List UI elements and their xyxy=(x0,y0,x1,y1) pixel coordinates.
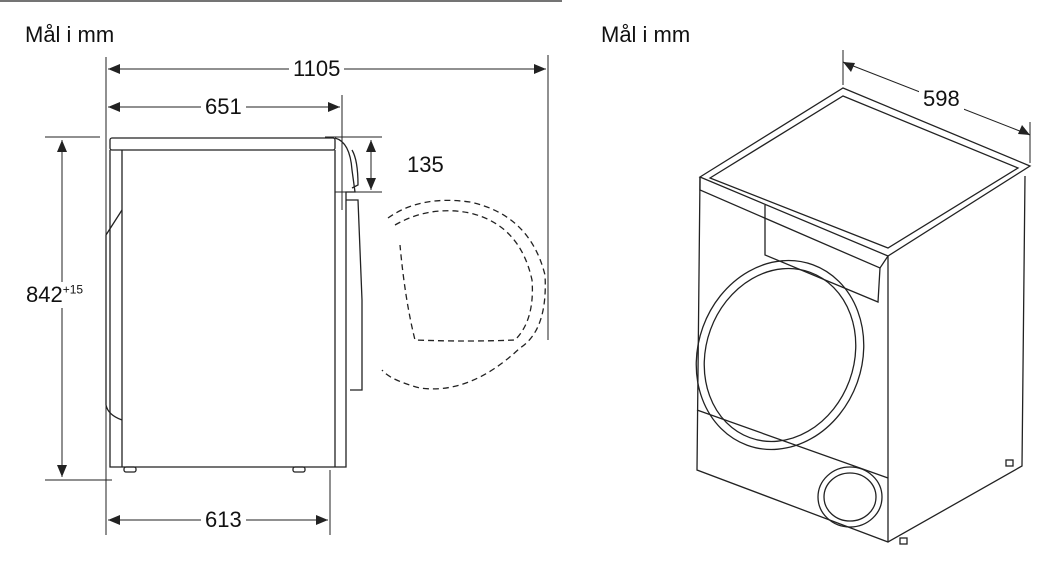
side-view-appliance xyxy=(105,137,363,473)
side-view-unit-label: Mål i mm xyxy=(25,22,115,47)
dim-842: 842+15 xyxy=(22,282,88,308)
door-open-outline xyxy=(381,199,546,390)
dim-651: 651 xyxy=(201,94,246,120)
dimension-lines xyxy=(45,55,549,535)
dim-1105: 1105 xyxy=(289,56,345,82)
iso-view-appliance xyxy=(695,50,1032,545)
iso-view-unit-label: Mål i mm xyxy=(601,22,691,47)
height-tolerance: +15 xyxy=(62,282,84,297)
arrowheads xyxy=(57,62,1030,525)
height-value: 842 xyxy=(26,282,63,307)
dim-135: 135 xyxy=(407,152,444,177)
dim-598: 598 xyxy=(919,86,964,112)
dim-613: 613 xyxy=(201,507,246,533)
